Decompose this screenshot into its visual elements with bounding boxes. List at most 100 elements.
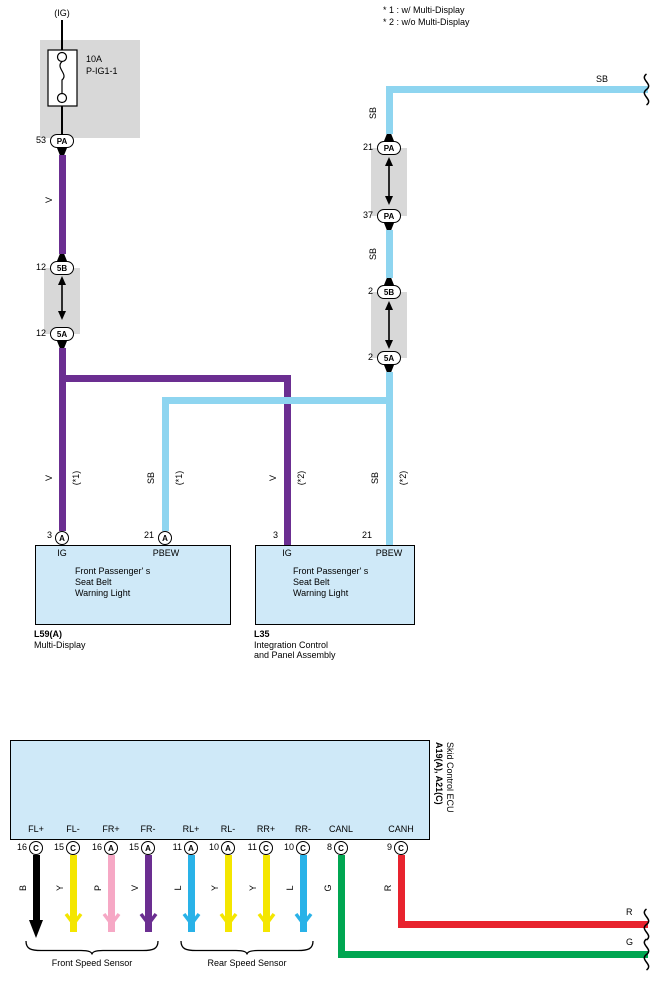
l59-code: L59(A) xyxy=(34,629,63,639)
connector-label: C xyxy=(398,843,404,853)
ecu-pin-label: CANL xyxy=(328,824,353,834)
wire-arrow-icon xyxy=(64,912,82,927)
ecu-pin-label: RR- xyxy=(295,824,311,834)
wire-color-label: V xyxy=(44,474,54,482)
l59-description: Front Passenger' s Seat Belt Warning Lig… xyxy=(75,566,150,599)
wire-ref-label: (*2) xyxy=(398,470,408,486)
connector-label: 5B xyxy=(383,287,395,297)
desc-line: Warning Light xyxy=(75,588,131,598)
ecu-pin-connector: C xyxy=(394,841,408,855)
connector-oval-5b: 5B xyxy=(50,261,74,275)
connector-tab xyxy=(384,278,394,285)
offpage-break-icon xyxy=(643,908,650,941)
wire-fl-plus xyxy=(32,855,40,920)
wire-color-label: Y xyxy=(210,884,220,892)
ecu-pin-connector: A xyxy=(104,841,118,855)
l35-name: and Panel Assembly xyxy=(254,650,336,660)
pin-number: 37 xyxy=(362,210,373,220)
junction-arrow-icon xyxy=(385,157,393,205)
connector-label: PA xyxy=(383,211,395,221)
ecu-pin-label: RR+ xyxy=(256,824,276,834)
wire-v-ig xyxy=(59,155,66,254)
offpage-break-icon xyxy=(643,938,650,971)
wire-sb-drop2 xyxy=(386,230,393,278)
wire-color-label: SB xyxy=(370,471,380,485)
pin-number: 2 xyxy=(367,352,373,362)
connector-label: 5A xyxy=(383,353,395,363)
ecu-pin-connector: C xyxy=(29,841,43,855)
wire-sb-drop1 xyxy=(386,86,393,134)
wire-rl-minus xyxy=(224,855,232,932)
l59-name: Multi-Display xyxy=(34,640,86,650)
connector-label: C xyxy=(338,843,344,853)
ecu-pin-number: 15 xyxy=(128,842,139,852)
pin-connector-circle: A xyxy=(158,531,172,545)
offpage-wire-label: G xyxy=(626,937,634,947)
connector-tab xyxy=(384,365,394,372)
connector-label: PA xyxy=(56,136,68,146)
pin-number: 3 xyxy=(272,530,278,540)
ecu-pin-number: 10 xyxy=(208,842,219,852)
pin-connector-circle: A xyxy=(55,531,69,545)
connector-label: C xyxy=(33,843,39,853)
front-sensor-brace xyxy=(25,940,159,955)
wire-color-label: L xyxy=(173,885,183,891)
ecu-side-label: A19(A), A21(C) Skid Control ECU xyxy=(433,742,455,838)
wire-color-label: R xyxy=(383,884,393,892)
pin-number: 21 xyxy=(143,530,154,540)
ecu-pin-connector: C xyxy=(66,841,80,855)
wire-color-label: V xyxy=(130,884,140,892)
ecu-pin-connector: C xyxy=(259,841,273,855)
wire-color-label: B xyxy=(18,884,28,892)
connector-label: A xyxy=(188,843,194,853)
wire-fr-minus xyxy=(144,855,152,932)
l35-box xyxy=(255,545,415,625)
ecu-pin-connector: C xyxy=(334,841,348,855)
connector-label: A xyxy=(59,533,65,543)
ecu-pin-connector: A xyxy=(221,841,235,855)
wire-color-label: SB xyxy=(368,247,378,261)
ecu-pin-number: 11 xyxy=(247,842,257,852)
wire-rr-minus xyxy=(299,855,307,932)
ecu-pin-label: RL- xyxy=(220,824,236,834)
wire-color-label: P xyxy=(93,884,103,892)
connector-label: 5A xyxy=(56,329,68,339)
wire-arrow-icon xyxy=(219,912,237,927)
connector-oval-5b2: 5B xyxy=(377,285,401,299)
pin-number: 3 xyxy=(46,530,52,540)
wire-color-label: Y xyxy=(248,884,258,892)
l35-description: Front Passenger' s Seat Belt Warning Lig… xyxy=(293,566,368,599)
wire-ref-label: (*1) xyxy=(174,470,184,486)
wire-v-l59 xyxy=(59,348,66,531)
offpage-wire-label: SB xyxy=(596,74,609,84)
connector-label: 5B xyxy=(56,263,68,273)
ecu-pin-number: 10 xyxy=(283,842,294,852)
rear-sensor-label: Rear Speed Sensor xyxy=(207,958,287,968)
pin-number: 2 xyxy=(367,286,373,296)
wire-arrow-icon xyxy=(29,920,43,938)
pin-number: 12 xyxy=(35,328,46,338)
ecu-name: Skid Control ECU xyxy=(445,742,455,813)
pin-signal-label: IG xyxy=(282,548,292,558)
connector-label: PA xyxy=(383,143,395,153)
ecu-pin-number: 8 xyxy=(326,842,332,852)
wire-v-branch-h xyxy=(59,375,291,382)
desc-line: Front Passenger' s xyxy=(75,566,151,576)
pin-number: 21 xyxy=(361,530,372,540)
connector-oval-5a2: 5A xyxy=(377,351,401,365)
ecu-pin-connector: A xyxy=(141,841,155,855)
desc-line: Seat Belt xyxy=(75,577,112,587)
fuse-name: P-IG1-1 xyxy=(86,66,118,76)
ecu-pin-label: CANH xyxy=(388,824,414,834)
connector-tab xyxy=(57,148,67,155)
wire-color-label: G xyxy=(323,884,333,892)
connector-tab xyxy=(384,134,394,141)
pin-signal-label: IG xyxy=(57,548,67,558)
note-1: * 1 : w/ Multi-Display xyxy=(383,5,465,15)
l59-box xyxy=(35,545,231,625)
wire-arrow-icon xyxy=(102,912,120,927)
connector-oval-pa-21: PA xyxy=(377,141,401,155)
ecu-pin-number: 16 xyxy=(91,842,102,852)
ecu-pin-label: FL+ xyxy=(28,824,44,834)
